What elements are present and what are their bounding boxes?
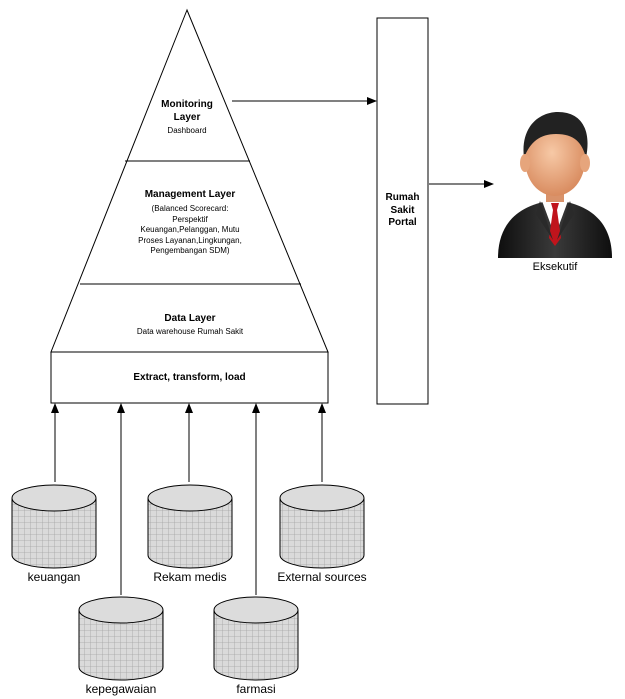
rekam-medis-label: Rekam medis — [153, 570, 227, 584]
portal-line1: Rumah — [385, 192, 420, 203]
management-line-2: Perspektif — [172, 214, 208, 224]
etl-box — [50, 351, 329, 404]
portal-box — [376, 17, 429, 405]
etl-label: Extract, transform, load — [133, 372, 246, 383]
farmasi-database-icon — [213, 596, 299, 681]
management-line-1: (Balanced Scorecard: — [151, 204, 229, 213]
rekam-medis-database-icon — [147, 484, 233, 569]
management-line-3: Keuangan,Pelanggan, Mutu — [140, 225, 240, 234]
farmasi-label: farmasi — [236, 682, 276, 696]
kepegawaian-label: kepegawaian — [85, 682, 157, 696]
monitoring-title-line2: Layer — [173, 111, 201, 123]
keuangan-label: keuangan — [27, 570, 81, 584]
kepegawaian-database-icon — [78, 596, 164, 681]
portal-label: Rumah Sakit Portal — [377, 192, 428, 230]
monitoring-title-line1: Monitoring — [161, 99, 213, 110]
pyramid-outline — [50, 8, 329, 353]
portal-line3: Portal — [388, 217, 417, 228]
keuangan-database-icon — [11, 484, 97, 569]
executive-person-icon — [498, 112, 612, 258]
monitoring-layer-subtitle: Dashboard — [167, 126, 207, 135]
management-line-4: Proses Layanan,Lingkungan, — [138, 235, 242, 245]
data-layer-subtitle: Data warehouse Rumah Sakit — [136, 327, 244, 336]
monitoring-layer-title: Monitoring Layer — [137, 99, 237, 124]
external-sources-label: External sources — [277, 570, 367, 584]
executive-label: Eksekutif — [532, 261, 578, 273]
external-sources-database-icon — [279, 484, 365, 569]
portal-line2: Sakit — [390, 204, 415, 216]
management-layer-description: (Balanced Scorecard: Perspektif Keuangan… — [110, 204, 270, 257]
management-layer-title: Management Layer — [144, 189, 236, 200]
data-layer-title: Data Layer — [164, 313, 216, 324]
management-line-5: Pengembangan SDM) — [150, 246, 230, 255]
